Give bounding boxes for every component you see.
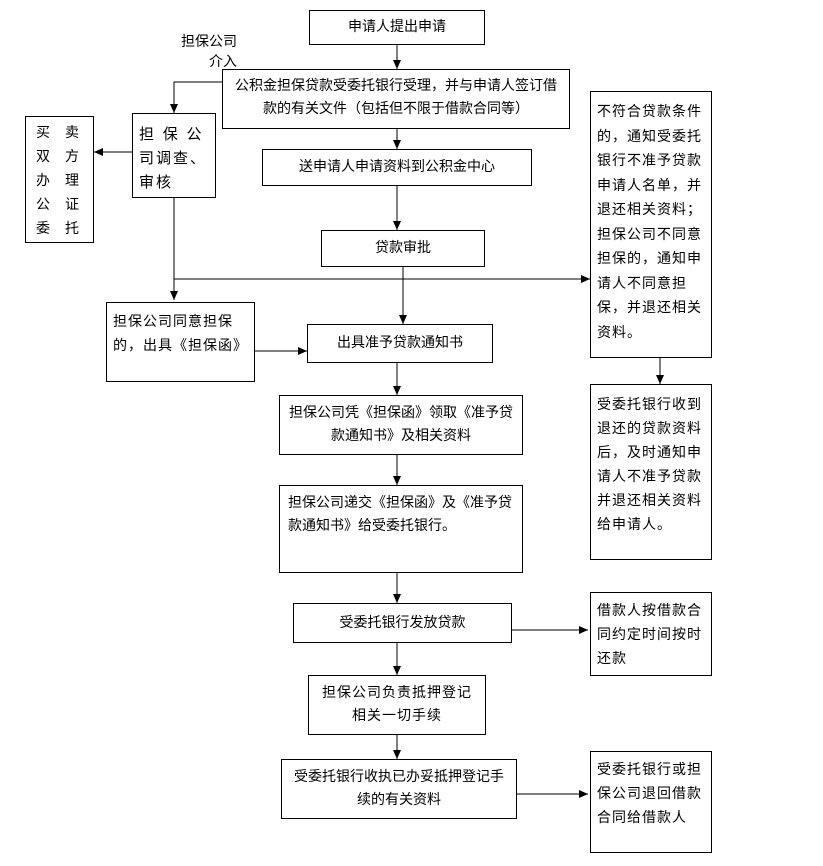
bank-disburse-box: 受委托银行发放贷款: [293, 603, 512, 643]
guarantee-investigate-text: 担 保 公 司调查、审核: [139, 125, 208, 191]
bank-collect-docs-text: 受委托银行收执已办妥抵押登记手续的有关资料: [294, 769, 504, 808]
bank-collect-docs-box: 受委托银行收执已办妥抵押登记手续的有关资料: [281, 759, 517, 819]
mortgage-register-box: 担保公司负责抵押登记相关一切手续: [308, 675, 486, 735]
loan-approval-box: 贷款审批: [321, 230, 485, 267]
guarantee-investigate-box: 担 保 公 司调查、审核: [132, 113, 216, 198]
seller-buyer-col2: 卖方理证托: [65, 125, 79, 237]
guarantee-collect-box: 担保公司凭《担保函》领取《准予贷款通知书》及相关资料: [279, 395, 523, 455]
return-contract-box: 受委托银行或担保公司退回借款合同给借款人: [590, 751, 712, 853]
bank-accept-text: 公积金担保贷款受委托银行受理，并与申请人签订借款的有关文件（包括但不限于借款合同…: [235, 78, 557, 117]
seller-buyer-col1: 买双办公委: [36, 125, 50, 237]
mortgage-register-text: 担保公司负责抵押登记相关一切手续: [322, 685, 472, 724]
reject-notice-text: 不符合贷款条件的，通知受委托银行不准予贷款申请人名单，并退还相关资料；担保公司不…: [597, 104, 702, 341]
bank-accept-box: 公积金担保贷款受委托银行受理，并与申请人签订借款的有关文件（包括但不限于借款合同…: [222, 69, 570, 129]
issue-notice-text: 出具准予贷款通知书: [337, 335, 463, 351]
guarantee-submit-text: 担保公司递交《担保函》及《准予贷款通知书》给受委托银行。: [288, 495, 512, 534]
return-contract-text: 受委托银行或担保公司退回借款合同给借款人: [597, 762, 702, 826]
guarantee-involve-line1: 担保公司: [181, 34, 237, 50]
issue-notice-box: 出具准予贷款通知书: [307, 324, 493, 363]
reject-notice-box: 不符合贷款条件的，通知受委托银行不准予贷款申请人名单，并退还相关资料；担保公司不…: [590, 91, 712, 358]
arrow-bank-to-guarantee: [170, 81, 222, 113]
bank-return-notice-box: 受委托银行收到退还的贷款资料后，及时通知申请人不准予贷款并退还相关资料给申请人。: [590, 384, 712, 560]
guarantee-submit-box: 担保公司递交《担保函》及《准予贷款通知书》给受委托银行。: [279, 485, 523, 573]
borrower-repay-box: 借款人按借款合同约定时间按时还款: [590, 592, 712, 676]
guarantee-involve-label: 担保公司 介入: [167, 32, 237, 72]
bank-return-notice-text: 受委托银行收到退还的贷款资料后，及时通知申请人不准予贷款并退还相关资料给申请人。: [597, 397, 702, 533]
send-materials-text: 送申请人申请资料到公积金中心: [299, 159, 495, 175]
seller-buyer-box: 买双办公委 卖方理证托: [25, 116, 94, 243]
guarantee-involve-line2: 介入: [209, 54, 237, 70]
send-materials-box: 送申请人申请资料到公积金中心: [262, 149, 532, 186]
borrower-repay-text: 借款人按借款合同约定时间按时还款: [597, 603, 702, 667]
applicant-submit-box: 申请人提出申请: [309, 10, 485, 45]
guarantee-agree-box: 担保公司同意担保的，出具《担保函》: [106, 302, 255, 382]
guarantee-collect-text: 担保公司凭《担保函》领取《准予贷款通知书》及相关资料: [289, 405, 513, 444]
bank-disburse-text: 受委托银行发放贷款: [339, 614, 466, 631]
loan-approval-text: 贷款审批: [375, 240, 431, 256]
applicant-submit-text: 申请人提出申请: [348, 19, 446, 35]
guarantee-agree-text: 担保公司同意担保的，出具《担保函》: [113, 314, 248, 354]
